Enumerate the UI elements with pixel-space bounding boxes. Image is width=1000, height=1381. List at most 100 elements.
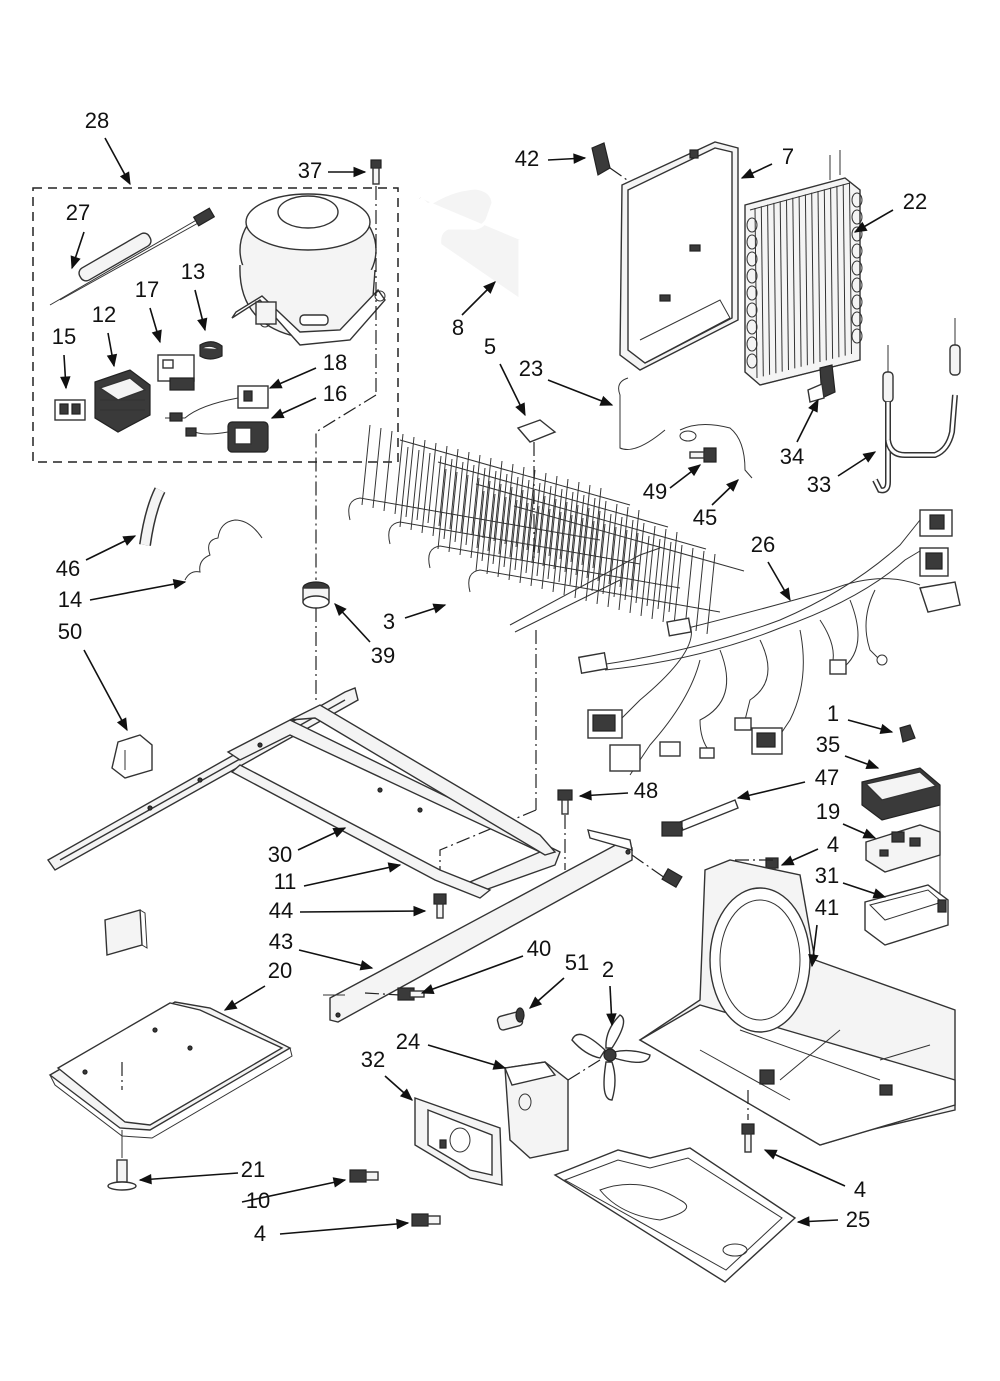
- screw-44-part: [433, 893, 447, 919]
- label-25: 25: [846, 1207, 870, 1232]
- coil-wire: [695, 550, 705, 632]
- condenser-fin: [773, 202, 777, 374]
- clip-13-part: [199, 341, 223, 360]
- leader-arrow: [83, 649, 128, 732]
- coil-wire: [432, 455, 442, 537]
- leader-arrow: [194, 289, 208, 332]
- coil-wire: [361, 424, 371, 506]
- leader-arrow: [85, 535, 137, 561]
- coil-wire: [662, 541, 672, 623]
- leader-arrow: [106, 332, 118, 368]
- coil-wire: [640, 535, 650, 617]
- tie-47-part: [661, 799, 739, 837]
- coil-wire: [399, 446, 409, 528]
- wire-form-45-part: [679, 424, 753, 479]
- condenser-return-bend: [851, 192, 863, 208]
- coil-wire: [372, 427, 382, 509]
- capacitor-16-part: [185, 421, 269, 453]
- condenser-22-part: [744, 150, 863, 386]
- label-51: 51: [565, 950, 589, 975]
- cover-12-part: [94, 369, 151, 433]
- coil-tube: [437, 461, 669, 528]
- condenser-return-bend: [851, 328, 863, 344]
- leader-arrow: [384, 1075, 413, 1101]
- coil-wire: [470, 477, 480, 559]
- label-24: 24: [396, 1029, 420, 1054]
- coil-wire: [437, 468, 447, 550]
- leader-lines: [60, 137, 894, 1235]
- coil-wire: [481, 480, 491, 562]
- screw-37-part: [315, 159, 382, 580]
- leader-arrow: [427, 1044, 507, 1070]
- leader-arrow: [844, 755, 880, 769]
- screw-4b-part: [741, 1090, 755, 1153]
- coil-wire: [515, 466, 525, 548]
- coil-wire: [459, 474, 469, 556]
- leader-arrow: [780, 848, 819, 866]
- leader-arrow: [149, 307, 162, 344]
- rail-30-part: [46, 687, 561, 899]
- coil-wire: [536, 495, 546, 577]
- leader-arrow: [796, 1216, 839, 1227]
- leader-arrow: [60, 354, 71, 390]
- connector-15-part: [54, 399, 86, 421]
- label-37: 37: [298, 158, 322, 183]
- label-23: 23: [519, 356, 543, 381]
- coil-wire: [508, 499, 518, 581]
- leader-arrow: [740, 163, 773, 179]
- coil-wire: [493, 460, 503, 542]
- coil-wire: [624, 519, 634, 601]
- coil-wire: [498, 473, 508, 555]
- control-board-19-part: [865, 824, 941, 873]
- tube-33-part: [872, 318, 961, 494]
- label-11: 11: [274, 869, 297, 894]
- condenser-return-bend: [746, 319, 758, 335]
- coil-wire: [618, 529, 628, 611]
- leader-arrow: [847, 719, 894, 735]
- condenser-fin: [823, 189, 827, 361]
- label-33: 33: [807, 472, 831, 497]
- coil-wire: [541, 508, 551, 590]
- label-15: 15: [52, 324, 76, 349]
- label-48: 48: [634, 778, 658, 803]
- clip-50-part: [111, 734, 153, 779]
- leader-arrow: [297, 827, 347, 851]
- leader-arrow: [529, 977, 565, 1009]
- condenser-return-bend: [746, 336, 758, 352]
- leader-arrow: [89, 578, 187, 601]
- coil-wire: [646, 525, 656, 607]
- bracket-43-part: [323, 829, 666, 1023]
- label-20: 20: [268, 958, 292, 983]
- coil-wire: [580, 507, 590, 589]
- clip-42-part: [591, 142, 631, 183]
- condenser-fin: [836, 185, 840, 358]
- drier-part: [49, 207, 216, 306]
- condenser-fin: [779, 201, 783, 372]
- clip-34-part: [807, 364, 836, 403]
- coil-wire: [504, 463, 514, 545]
- label-43: 43: [269, 929, 293, 954]
- label-45: 45: [693, 505, 717, 530]
- compressor-part: [231, 193, 386, 346]
- coil-wire: [448, 471, 458, 553]
- coil-wire: [564, 491, 574, 573]
- label-10: 10: [246, 1188, 270, 1213]
- coil-wire: [542, 485, 552, 567]
- condenser-return-bend: [746, 353, 758, 369]
- coil-wire: [475, 490, 485, 572]
- coil-wire: [410, 449, 420, 531]
- label-46: 46: [56, 556, 80, 581]
- leader-arrow: [298, 949, 374, 971]
- leader-arrow: [547, 153, 587, 164]
- coil-tube: [509, 547, 661, 626]
- coil-wire: [421, 452, 431, 534]
- coil-wire: [520, 479, 530, 561]
- coil-wire: [569, 504, 579, 586]
- screw-40-part: [397, 867, 683, 1001]
- tube-46-part: [139, 487, 166, 546]
- condenser-fin: [792, 197, 796, 369]
- base-plate-20-part: [48, 1001, 293, 1158]
- coil-wire: [602, 513, 612, 595]
- screw-48-part: [557, 789, 573, 870]
- coil-wire: [635, 522, 645, 604]
